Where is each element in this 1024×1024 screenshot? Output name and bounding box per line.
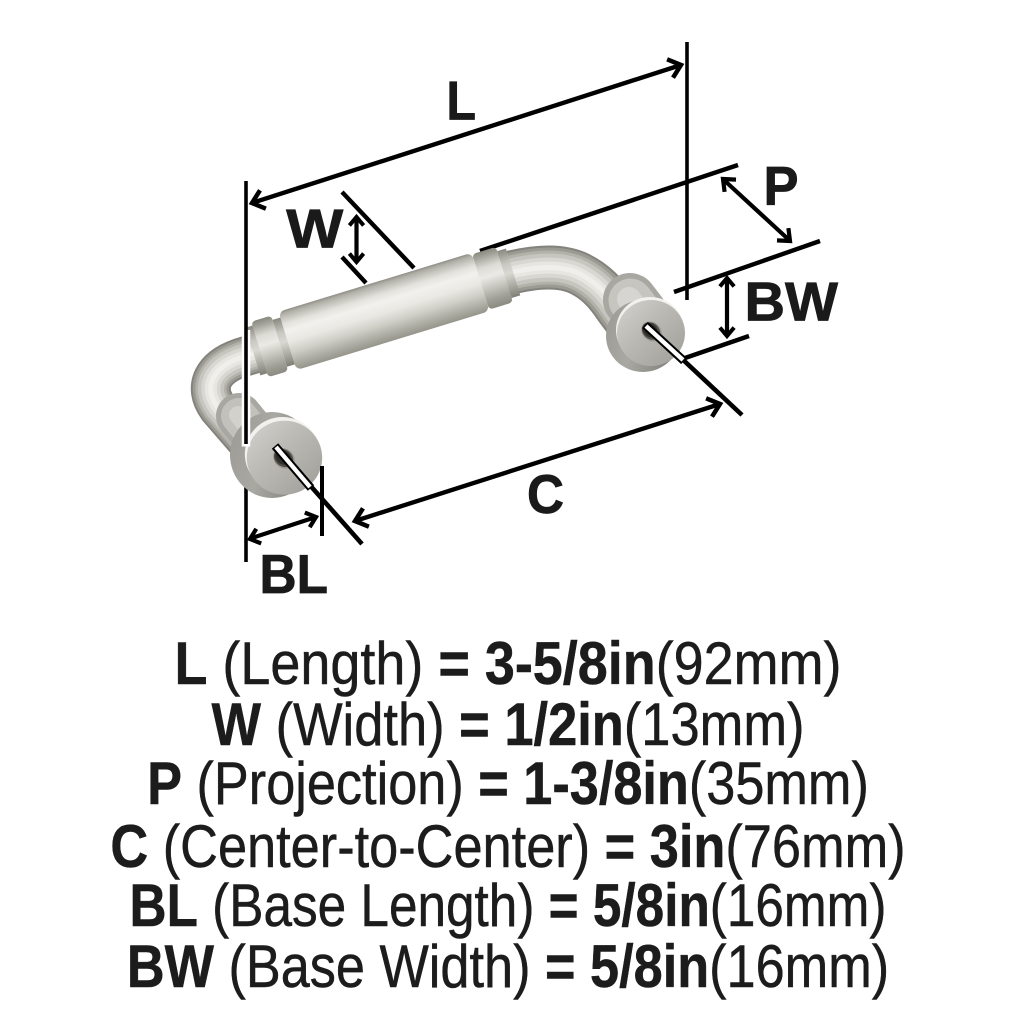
svg-text:BL: BL <box>260 543 329 605</box>
svg-text:BW: BW <box>745 271 839 333</box>
svg-text:W: W <box>286 198 343 260</box>
svg-text:P: P <box>764 155 799 217</box>
svg-text:C: C <box>527 463 564 525</box>
svg-text:L: L <box>447 70 477 132</box>
